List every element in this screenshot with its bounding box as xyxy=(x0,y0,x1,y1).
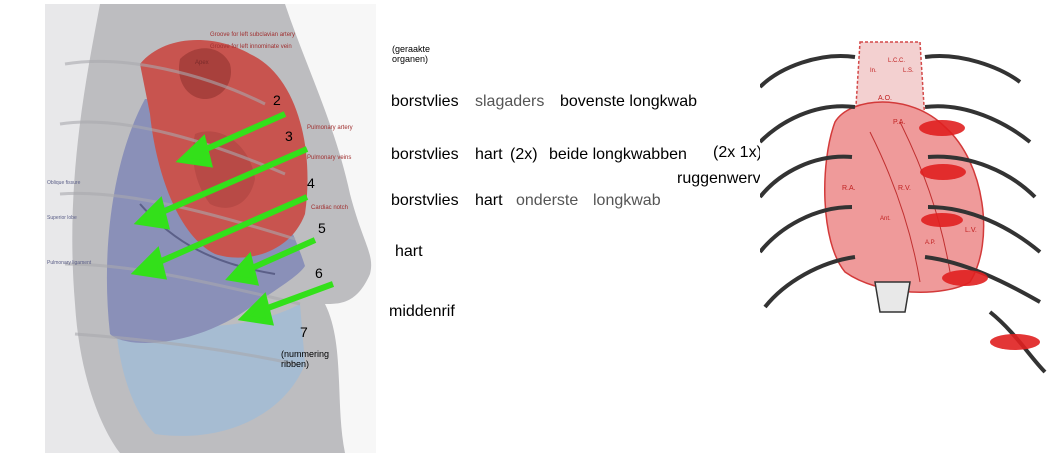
arrow-head-rib3 xyxy=(133,196,171,230)
wound-marks xyxy=(919,120,1040,350)
apex-label: Apex xyxy=(195,60,209,66)
label-ap: A.P. xyxy=(925,240,936,246)
ribcage-svg: A.O. P.A. R.A. R.V. L.V. Ant. A.P. In. L… xyxy=(758,12,1050,452)
label-lv: L.V. xyxy=(965,227,977,234)
row3-lower: onderste xyxy=(516,192,579,209)
rib-numbering-note: (nummering ribben) xyxy=(281,349,330,369)
label-ra: R.A. xyxy=(842,185,856,192)
row3-pleura: borstvlies xyxy=(391,192,459,209)
left-label-a: Oblique fissure xyxy=(47,180,81,186)
row3-heart: hart xyxy=(475,192,503,209)
row2-twice: (2x) xyxy=(510,146,538,163)
row1-pleura: borstvlies xyxy=(391,93,459,110)
rib-number-3: 3 xyxy=(285,128,293,144)
wound-3 xyxy=(921,213,963,227)
row1-arteries: slagaders xyxy=(475,93,545,110)
rib-number-6: 6 xyxy=(315,265,323,281)
label-ant: Ant. xyxy=(880,216,891,222)
pulmonary-artery-label: Pulmonary artery xyxy=(307,125,353,131)
arrow-rib6 xyxy=(255,281,335,315)
organs-note: (geraakte organen) xyxy=(392,44,431,64)
arrow-head-rib2 xyxy=(175,134,213,168)
arrow-rib4 xyxy=(148,194,309,269)
row4-heart: hart xyxy=(395,243,423,260)
row2-heart: hart xyxy=(475,146,503,163)
arrow-rib3 xyxy=(151,146,309,219)
wound-2 xyxy=(920,164,966,180)
row5-diaphragm: middenrif xyxy=(389,303,455,320)
rib-number-2: 2 xyxy=(273,92,281,108)
row3-lobe: longkwab xyxy=(593,192,661,209)
rib-number-7: 7 xyxy=(300,324,308,340)
rib-number-4: 4 xyxy=(307,175,315,191)
label-pa: P.A. xyxy=(893,119,905,126)
stab-arrows xyxy=(130,111,335,326)
label-rv: R.V. xyxy=(898,185,911,192)
cardiac-notch-label: Cardiac notch xyxy=(311,205,348,211)
left-label-c: Pulmonary ligament xyxy=(47,260,92,266)
arrow-head-rib4 xyxy=(130,246,168,280)
row2-vertebra: ruggenwervel xyxy=(677,170,774,187)
arrow-rib5 xyxy=(241,237,317,275)
rib-number-5: 5 xyxy=(318,220,326,236)
groove1-label: Groove for left subclavian artery xyxy=(210,32,295,38)
left-thorax-svg: Groove for left subclavian artery Groove… xyxy=(45,4,376,453)
label-ao: A.O. xyxy=(878,95,892,102)
row2-counts: (2x 1x) xyxy=(713,144,762,161)
wound-1 xyxy=(919,120,965,136)
label-in: In. xyxy=(870,68,877,74)
row2-pleura: borstvlies xyxy=(391,146,459,163)
arrow-head-rib6 xyxy=(237,292,275,326)
wound-4 xyxy=(942,270,988,286)
label-lcc: L.C.C. xyxy=(888,58,905,64)
left-label-b: Superior lobe xyxy=(47,215,77,221)
arrow-head-rib5 xyxy=(225,251,260,286)
left-thorax-figure: Groove for left subclavian artery Groove… xyxy=(45,4,376,453)
groove2-label: Groove for left innominate vein xyxy=(210,44,292,50)
row2-both-lobes: beide longkwabben xyxy=(549,146,687,163)
row1-upper-lobe: bovenste longkwab xyxy=(560,93,697,110)
pulmonary-veins-label: Pulmonary veins xyxy=(307,155,351,161)
arrow-rib2 xyxy=(193,111,287,157)
label-ls: L.S. xyxy=(903,68,914,74)
ribcage-figure: A.O. P.A. R.A. R.V. L.V. Ant. A.P. In. L… xyxy=(758,12,1050,452)
wound-5 xyxy=(990,334,1040,350)
